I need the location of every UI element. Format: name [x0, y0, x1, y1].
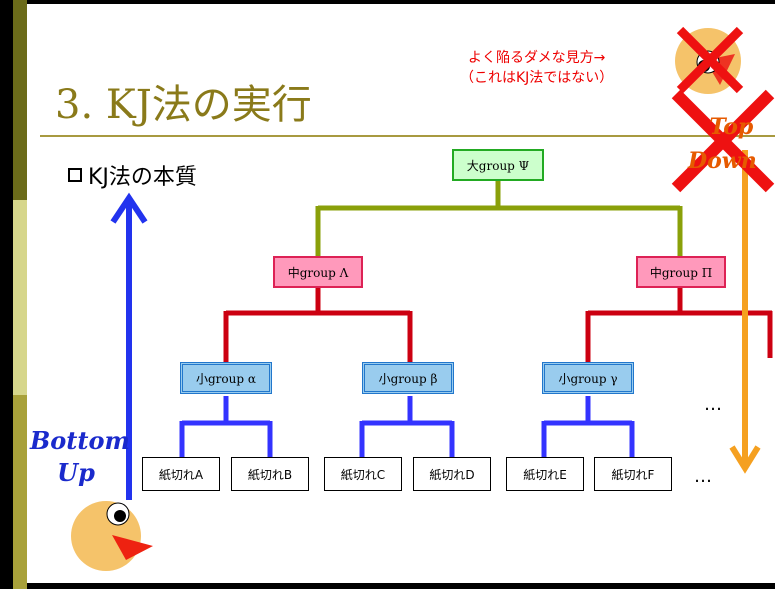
- sidebar-olive-bottom: [13, 395, 27, 589]
- title-rule: [40, 135, 775, 137]
- paper-node: 紙切れF: [594, 457, 672, 491]
- top-border: [27, 0, 775, 4]
- large-group-node: 大group Ψ: [452, 149, 544, 181]
- ellipsis-mid: …: [704, 394, 723, 415]
- small-group-node: 小group γ: [542, 362, 634, 394]
- red-connector: [223, 288, 773, 362]
- bottom-border: [27, 583, 775, 589]
- paper-node: 紙切れE: [506, 457, 584, 491]
- medium-group-node: 中group Λ: [273, 256, 363, 288]
- top-down-label: Top Down: [688, 110, 757, 178]
- ellipsis-bottom: …: [694, 466, 713, 487]
- slide-title: 3. KJ法の実行: [55, 82, 312, 128]
- warning-line-1: よく陥るダメな見方→: [468, 50, 606, 66]
- small-group-node: 小group β: [362, 362, 454, 394]
- bullet-square-icon: [68, 168, 82, 182]
- bullet-text: KJ法の本質: [88, 165, 197, 190]
- paper-node: 紙切れD: [413, 457, 491, 491]
- down-label: Down: [688, 148, 757, 174]
- olive-connector: [315, 181, 683, 256]
- paper-node: 紙切れA: [142, 457, 220, 491]
- top-label: Top: [709, 114, 754, 140]
- sidebar-dark-strip: [0, 0, 13, 589]
- bottom-up-label: Bottom Up: [30, 425, 130, 489]
- blue-connector: [179, 396, 635, 459]
- sidebar-olive-top: [13, 0, 27, 200]
- small-group-node: 小group α: [180, 362, 272, 394]
- warning-line-2: （これはKJ法ではない）: [460, 70, 614, 86]
- bottom-up-arrow: [110, 192, 148, 500]
- warning-text: よく陥るダメな見方→ （これはKJ法ではない）: [460, 48, 613, 88]
- medium-group-node: 中group Π: [636, 256, 726, 288]
- sidebar-olive-middle: [13, 200, 27, 395]
- paper-node: 紙切れB: [231, 457, 309, 491]
- wrong-face-icon: [675, 26, 744, 94]
- bottom-up-face-icon: [71, 501, 153, 571]
- paper-node: 紙切れC: [324, 457, 402, 491]
- up-label: Up: [57, 458, 95, 487]
- top-down-arrow: [729, 150, 761, 474]
- bottom-label: Bottom: [30, 426, 130, 455]
- top-down-cross-icon: [671, 89, 775, 193]
